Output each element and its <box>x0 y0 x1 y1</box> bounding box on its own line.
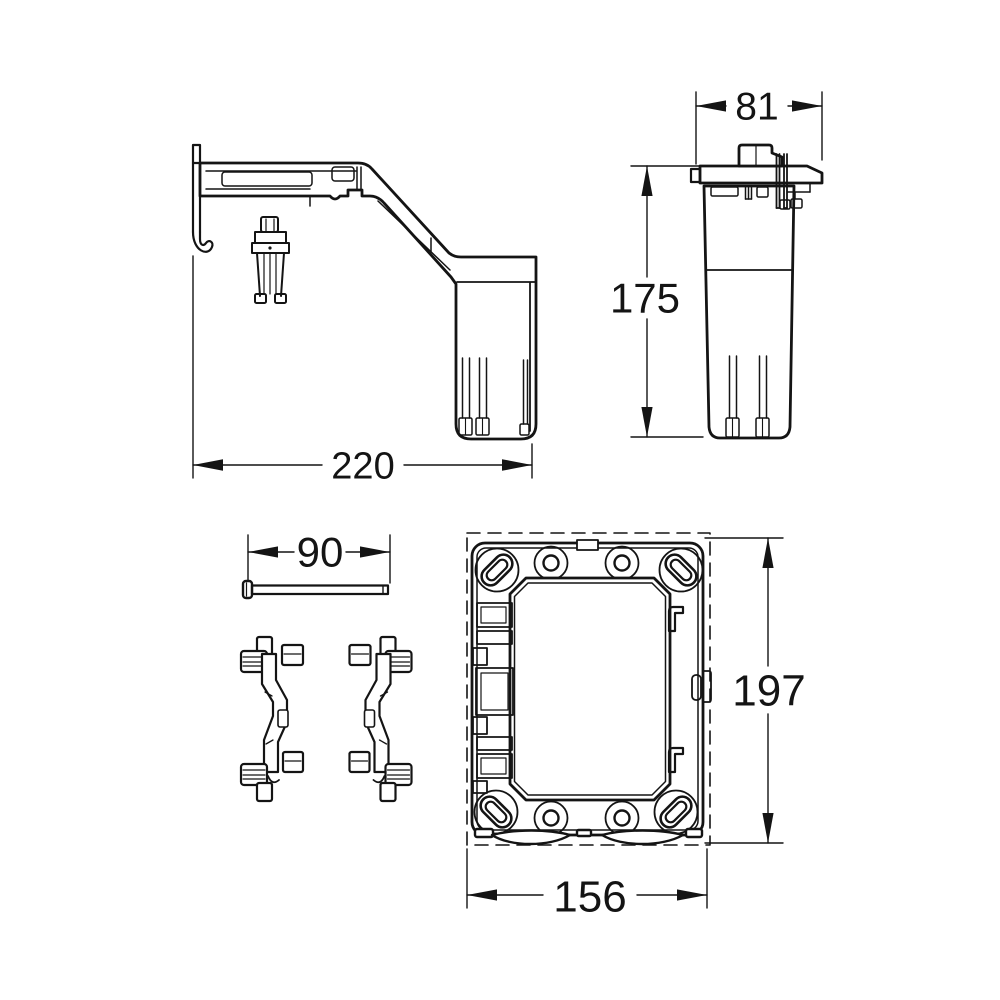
clip-parts <box>239 635 413 803</box>
pocket-body <box>702 184 796 440</box>
central-opening-inner <box>513 582 667 796</box>
frame-front-view: 197 156 <box>466 532 806 921</box>
corner-slot-top-right <box>658 547 704 593</box>
arrow-left-icon <box>193 459 223 471</box>
dim-label-frame-width: 156 <box>553 872 626 921</box>
cap-knob <box>737 143 784 168</box>
bottom-feet <box>473 827 704 839</box>
bracket-arm-details <box>205 166 537 436</box>
right-side-clips <box>667 605 712 774</box>
arrow-right-icon <box>792 100 822 112</box>
dim-label-frame-height: 197 <box>732 666 805 715</box>
central-opening-outer <box>508 576 672 802</box>
frame-top-notch <box>576 539 599 551</box>
plug-part <box>251 216 290 304</box>
left-latch-column <box>472 602 514 794</box>
cap-flange <box>775 153 791 210</box>
dimension-156 <box>466 848 708 909</box>
pocket-cap <box>698 164 824 185</box>
corner-slot-bottom-right <box>653 789 699 835</box>
arrow-right-icon <box>502 459 532 471</box>
arrow-left-icon <box>248 546 278 558</box>
dimension-81 <box>695 91 823 165</box>
bracket-side-view: 220 <box>191 143 538 487</box>
bracket-front-view: 81 175 <box>610 86 824 440</box>
arrow-left-icon <box>696 100 726 112</box>
arrow-right-icon <box>360 546 390 558</box>
dim-label-bracket-width: 220 <box>331 445 394 487</box>
arrow-up-icon <box>641 166 653 196</box>
clip-left <box>239 635 305 803</box>
arrow-down-icon <box>762 813 774 843</box>
frame-bounding-dashed-box <box>466 532 711 846</box>
dimension-90 <box>247 534 391 584</box>
arrow-down-icon <box>641 407 653 437</box>
arrow-right-icon <box>677 889 707 901</box>
dimension-220 <box>192 255 533 479</box>
dim-label-pocket-height: 175 <box>610 275 680 322</box>
right-edge-notch <box>702 670 712 703</box>
cap-left-tab <box>689 167 702 184</box>
pocket-front-details <box>705 182 811 438</box>
bracket-arm-outline <box>198 161 538 441</box>
corner-slot-top-left <box>474 547 520 593</box>
bottom-spring-arcs <box>490 829 685 846</box>
arrow-up-icon <box>762 538 774 568</box>
dimension-197 <box>704 537 784 844</box>
dimension-175 <box>630 165 704 438</box>
dim-label-pocket-width: 81 <box>735 86 778 129</box>
screw-shaft <box>250 584 390 596</box>
dim-label-screw-length: 90 <box>297 529 344 576</box>
arrow-left-icon <box>467 889 497 901</box>
screw-view: 90 <box>241 529 391 600</box>
